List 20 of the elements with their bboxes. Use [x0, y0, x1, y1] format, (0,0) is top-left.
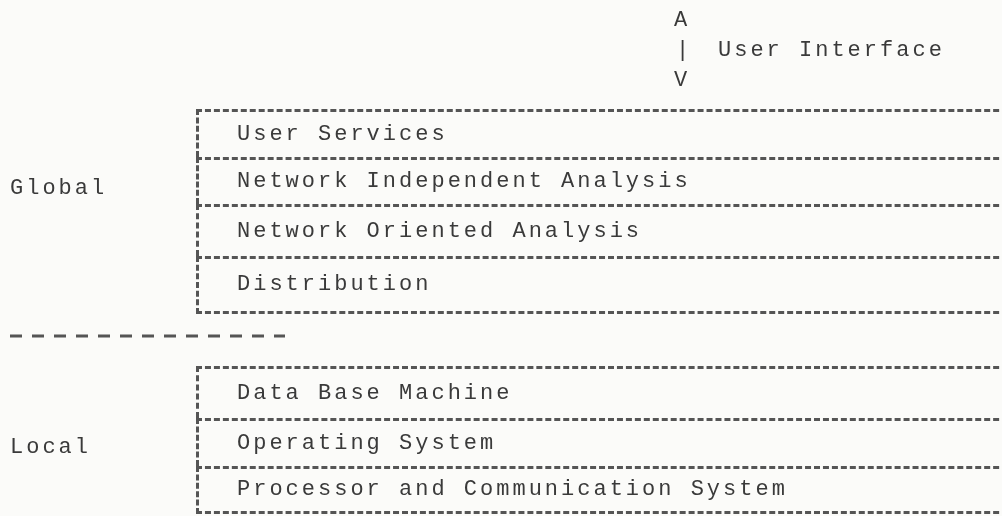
layer-band — [196, 204, 1002, 256]
layer-label: Network Oriented Analysis — [237, 220, 643, 243]
layer-band — [196, 418, 1002, 466]
layer-label: User Services — [237, 123, 448, 146]
arrow-glyph: | — [676, 40, 693, 62]
group-label: Global — [10, 178, 108, 200]
layer-label: Distribution — [237, 274, 432, 296]
layer-band — [196, 109, 1002, 157]
arrow-glyph: V — [674, 70, 691, 92]
layer-label: Data Base Machine — [237, 382, 513, 405]
layer-label: Processor and Communication System — [237, 479, 788, 501]
layer-band — [196, 157, 1002, 204]
arrow-glyph: A — [674, 10, 691, 32]
layer-band — [196, 366, 1002, 418]
layer-band — [196, 466, 1002, 514]
interface-label: User Interface — [718, 40, 945, 62]
layer-band — [196, 256, 1002, 314]
group-label: Local — [10, 437, 91, 459]
layer-label: Network Independent Analysis — [237, 171, 691, 193]
layer-label: Operating System — [237, 432, 497, 455]
